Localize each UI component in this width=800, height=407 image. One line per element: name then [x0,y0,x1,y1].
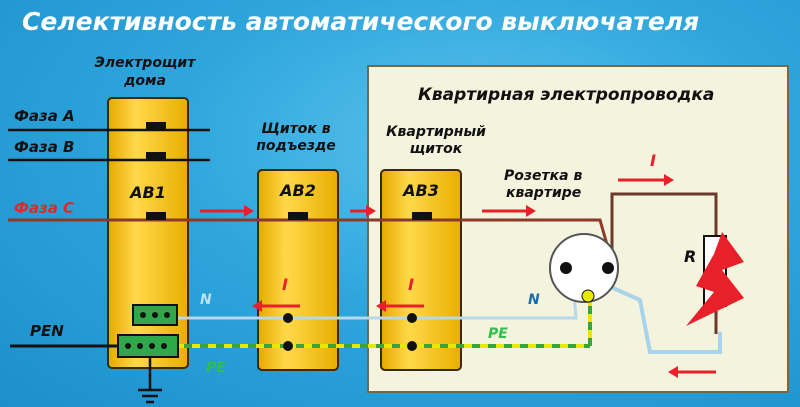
socket-label-1: Розетка в [504,168,582,184]
socket-icon [549,233,619,303]
house-panel [107,97,189,369]
house-panel-label-2: дома [123,73,166,89]
socket-phase-pin [602,262,614,274]
short-circuit-icon [686,232,744,326]
phase-current-arrow-2 [350,205,376,217]
fault-current-label-entrance: I [282,275,288,294]
load-label: R [684,247,696,266]
page-title: Селективность автоматического выключател… [22,7,699,36]
apartment-panel [380,169,462,371]
breaker-ab3-label: АВ3 [401,181,439,200]
load-current-arrow [618,174,674,186]
neutral-label: N [200,292,212,308]
load-current-label: I [650,151,656,170]
load-phase-wire [610,192,718,262]
breaker-ab3-contact [412,212,432,220]
entrance-panel-label-2: подъезде [256,138,336,154]
phase-current-arrow-1 [200,205,254,217]
socket-neutral-pin [560,262,572,274]
fault-current-arrow-apartment [376,300,424,312]
entrance-panel [257,169,339,371]
entrance-panel-label-1: Щиток в [261,121,330,137]
neutral-return-wire [571,268,722,354]
breaker-ab1-contact [146,212,166,220]
phase-current-arrow-3 [482,205,536,217]
house-panel-label-1: Электрощит [95,55,197,71]
socket-earth-pin [581,289,595,303]
fault-current-label-apartment: I [408,275,414,294]
return-current-arrow [668,366,716,378]
ground-icon [138,388,162,404]
n-junction-apartment [407,313,417,323]
breaker-ab2-label: АВ2 [278,181,316,200]
neutral-label-2: N [528,292,540,308]
pe-label-2: PE [488,326,508,342]
fault-current-arrow-entrance [252,300,300,312]
pe-junction-entrance [283,341,293,351]
apartment-panel-label-1: Квартирный [386,124,486,140]
breaker-a-contact [146,122,166,130]
pe-label: PE [206,360,226,376]
pe-junction-apartment [407,341,417,351]
phase-a-label: Фаза А [14,107,75,125]
apartment-panel-label-2: щиток [410,141,463,157]
n-junction-entrance [283,313,293,323]
breaker-b-contact [146,152,166,160]
breaker-ab2-contact [288,212,308,220]
socket-label-2: квартире [506,185,581,201]
phase-c-label: Фаза С [14,199,74,217]
apartment-wiring-label: Квартирная электропроводка [418,85,714,105]
breaker-ab1-label: АВ1 [128,183,166,202]
pen-label: PEN [30,322,64,340]
phase-b-label: Фаза В [14,138,75,156]
